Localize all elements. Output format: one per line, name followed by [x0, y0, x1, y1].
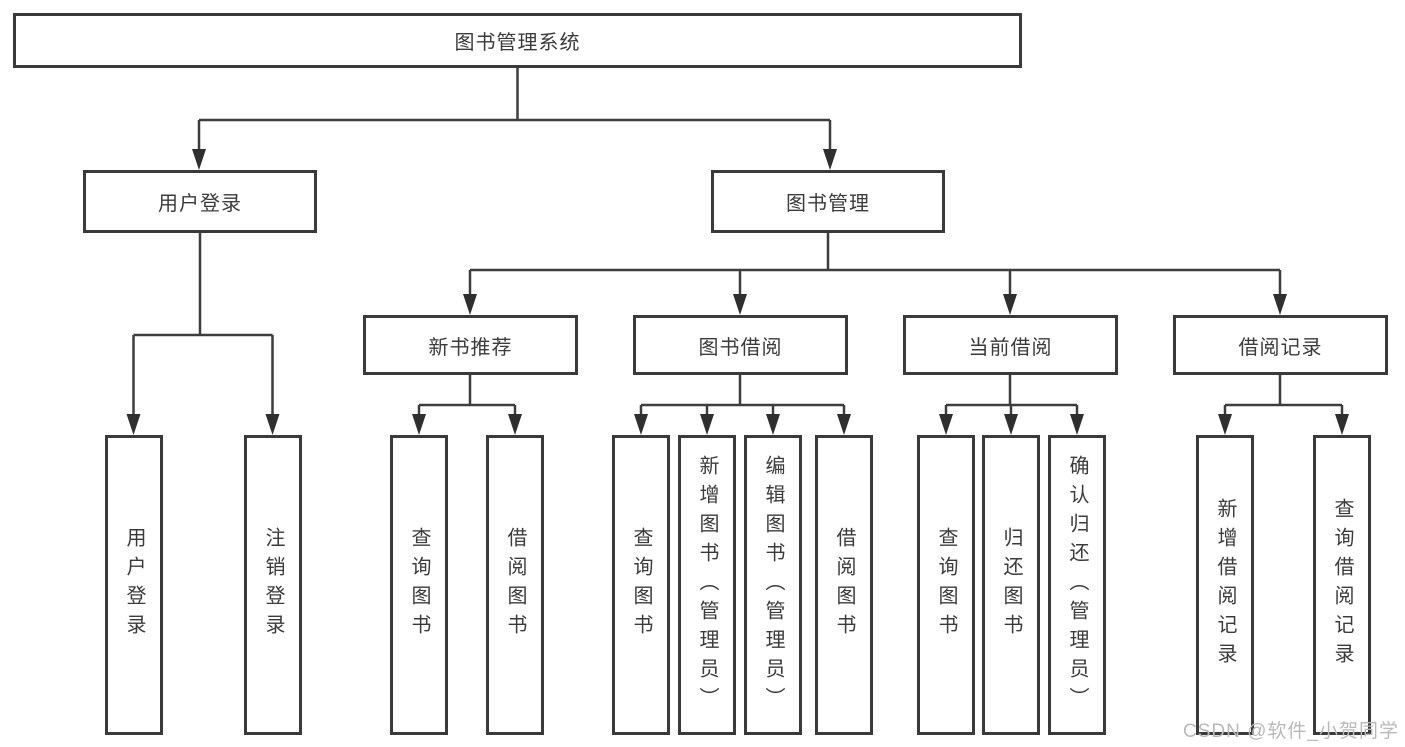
leaf-return-books: 归还图书 [982, 435, 1040, 735]
csdn-watermark: CSDN @软件_小贺同学 [1183, 721, 1399, 742]
leaf-return-books-label: 归还图书 [1000, 527, 1022, 643]
leaf-query-books-recommend-label: 查询图书 [408, 527, 430, 643]
leaf-query-books-borrow-label: 查询图书 [630, 527, 652, 643]
leaf-edit-books-admin-label: 编辑图书（管理员） [762, 454, 784, 716]
leaf-add-borrow-record-label: 新增借阅记录 [1214, 498, 1236, 672]
leaf-add-borrow-record: 新增借阅记录 [1196, 435, 1254, 735]
leaf-borrow-books-recommend: 借阅图书 [486, 435, 544, 735]
leaf-query-borrow-record-label: 查询借阅记录 [1331, 498, 1353, 672]
node-book-borrowing: 图书借阅 [633, 315, 848, 375]
leaf-user-login: 用户登录 [105, 435, 163, 735]
leaf-borrow-books-label: 借阅图书 [833, 527, 855, 643]
leaf-borrow-books: 借阅图书 [815, 435, 873, 735]
leaf-query-books-recommend: 查询图书 [390, 435, 448, 735]
leaf-query-books-borrow: 查询图书 [612, 435, 670, 735]
leaf-confirm-return-admin-label: 确认归还（管理员） [1066, 454, 1088, 716]
node-current-borrowing: 当前借阅 [903, 315, 1118, 375]
leaf-logout: 注销登录 [244, 435, 302, 735]
leaf-confirm-return-admin: 确认归还（管理员） [1048, 435, 1106, 735]
node-library-management-system: 图书管理系统 [13, 13, 1022, 68]
leaf-logout-label: 注销登录 [262, 527, 284, 643]
node-user-login: 用户登录 [83, 170, 317, 233]
leaf-query-books-current: 查询图书 [917, 435, 975, 735]
leaf-edit-books-admin: 编辑图书（管理员） [744, 435, 802, 735]
leaf-query-borrow-record: 查询借阅记录 [1313, 435, 1371, 735]
leaf-query-books-current-label: 查询图书 [935, 527, 957, 643]
node-borrowing-records: 借阅记录 [1173, 315, 1388, 375]
leaf-add-books-admin: 新增图书（管理员） [678, 435, 736, 735]
leaf-user-login-label: 用户登录 [123, 527, 145, 643]
node-new-book-recommendation: 新书推荐 [363, 315, 578, 375]
leaf-borrow-books-recommend-label: 借阅图书 [504, 527, 526, 643]
node-book-management: 图书管理 [711, 170, 945, 233]
leaf-add-books-admin-label: 新增图书（管理员） [696, 454, 718, 716]
